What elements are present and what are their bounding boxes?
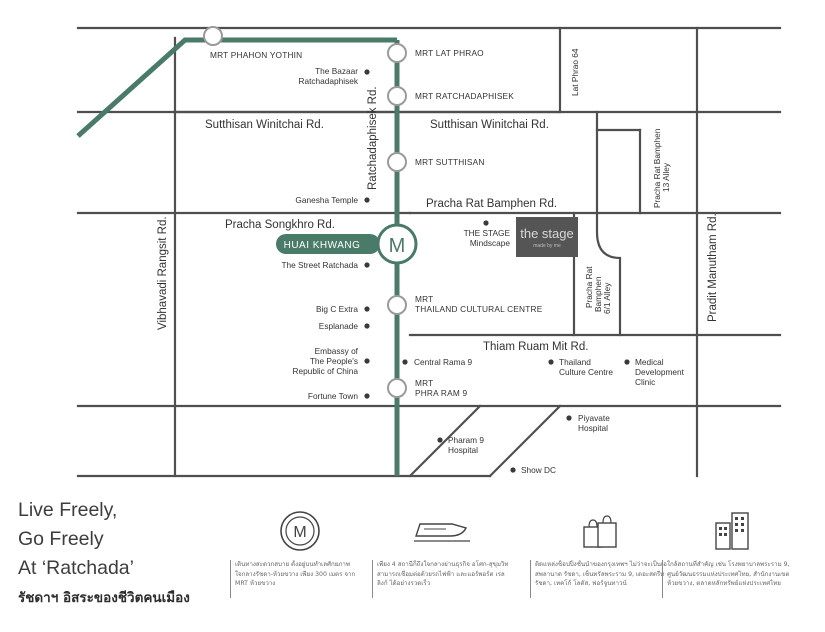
- road-label-pradit-manutham: Pradit Manutham Rd.: [707, 213, 719, 322]
- mrt-stations: [203, 26, 407, 398]
- tagline-line-3: At ‘Ratchada’: [18, 557, 134, 579]
- road-network: [76, 26, 782, 478]
- poi-stage-mindscape-1: THE STAGE: [464, 228, 511, 238]
- poi-dot-esplanade: [364, 323, 370, 329]
- station-ratchadaphisek[interactable]: [387, 86, 407, 106]
- poi-pharam9-1: Pharam 9: [448, 435, 484, 445]
- area-map: HUAI KHWANG M MRT PHAHON YOTHIN MRT LAT …: [76, 26, 782, 478]
- poi-stage-mindscape-2: Mindscape: [470, 238, 511, 248]
- poi-dot-medical: [624, 359, 630, 365]
- road-label-pracha-rat-bamphen: Pracha Rat Bamphen Rd.: [426, 198, 557, 210]
- train-icon: [414, 523, 470, 542]
- poi-dot-show-dc: [510, 467, 516, 473]
- poi-dot-stage-mindscape: [483, 220, 489, 226]
- the-stage-logo[interactable]: the stage made by me: [516, 217, 578, 257]
- poi-piyavate-1: Piyavate: [578, 413, 610, 423]
- building-icon: [715, 512, 749, 550]
- road-label-pr6-2: Bamphen: [593, 276, 603, 312]
- poi-dot-culture: [548, 359, 554, 365]
- poi-pharam9-2: Hospital: [448, 445, 478, 455]
- label-lat-phrao: MRT LAT PHRAO: [415, 48, 484, 58]
- station-thailand-cultural-centre[interactable]: [387, 295, 407, 315]
- poi-thailand-culture-2: Culture Centre: [559, 367, 613, 377]
- poi-embassy-3: Republic of China: [293, 366, 359, 376]
- mrt-icon-letter: M: [293, 524, 306, 541]
- tagline-thai: รัชดาฯ อิสระของชีวิตคนเมือง: [18, 590, 190, 606]
- feature-mrt-text: เดินทางสะดวกสบาย ตั้งอยู่บนทำเลศักยภาพ ใ…: [230, 560, 370, 598]
- station-sutthisan[interactable]: [387, 152, 407, 172]
- huai-khwang-label: HUAI KHWANG: [284, 240, 361, 251]
- mrt-logo-icon: M: [389, 235, 406, 257]
- poi-thailand-culture-1: Thailand: [559, 357, 591, 367]
- poi-dot-street: [364, 262, 370, 268]
- poi-fortune: Fortune Town: [308, 391, 359, 401]
- label-ratchadaphisek: MRT RATCHADAPHISEK: [415, 91, 514, 101]
- label-sutthisan: MRT SUTTHISAN: [415, 157, 485, 167]
- feature-train: เพียง 4 สถานีก็ถึงใจกลางย่านธุรกิจ อโศก-…: [372, 508, 512, 598]
- poi-bazaar-1: The Bazaar: [315, 66, 358, 76]
- shopping-bag-icon: [583, 515, 617, 548]
- label-phra-ram9-2: PHRA RAM 9: [415, 388, 467, 398]
- label-phahon-yothin: MRT PHAHON YOTHIN: [210, 50, 302, 60]
- poi-bigc: Big C Extra: [316, 304, 358, 314]
- feature-shopping: ติดแหล่งช็อปปิ้งชั้นนำของกรุงเทพฯ ไม่ว่า…: [530, 508, 670, 598]
- road-label-vibhavadi: Vibhavadi Rangsit Rd.: [157, 216, 169, 330]
- poi-embassy-2: The People's: [310, 356, 358, 366]
- road-6-1-curve: [595, 211, 622, 337]
- poi-street-ratchada: The Street Ratchada: [281, 260, 358, 270]
- poi-esplanade: Esplanade: [319, 321, 359, 331]
- road-label-ratchadaphisek: Ratchadaphisek Rd.: [367, 86, 379, 190]
- the-stage-logo-text: the stage: [520, 226, 574, 241]
- mrt-icon: M: [280, 511, 320, 551]
- road-label-pracha-songkhro: Pracha Songkhro Rd.: [225, 219, 335, 231]
- poi-ganesha: Ganesha Temple: [295, 195, 358, 205]
- mrt-blue-line: [76, 37, 400, 476]
- road-label-sutthisan-left: Sutthisan Winitchai Rd.: [205, 119, 324, 131]
- road-label-pr13-1: Pracha Rat Bamphen: [652, 128, 662, 208]
- poi-piyavate-2: Hospital: [578, 423, 608, 433]
- poi-dot-central: [402, 359, 408, 365]
- poi-dot-pharam9: [437, 437, 443, 443]
- poi-dot-bazaar: [364, 69, 370, 75]
- road-label-pr6-3: 6/1 Alley: [602, 282, 612, 314]
- poi-embassy-1: Embassy of: [315, 346, 359, 356]
- feature-landmark: ใกล้สถานที่สำคัญ เช่น โรงพยาบาลพระราม 9,…: [662, 508, 802, 598]
- poi-dot-ganesha: [364, 197, 370, 203]
- poi-dot-piyavate: [566, 415, 572, 421]
- tagline-line-1: Live Freely,: [18, 499, 118, 521]
- station-phahon-yothin[interactable]: [203, 26, 223, 46]
- feature-train-text: เพียง 4 สถานีก็ถึงใจกลางย่านธุรกิจ อโศก-…: [372, 560, 512, 598]
- station-lat-phrao[interactable]: [387, 43, 407, 63]
- poi-medical-3: Clinic: [635, 377, 655, 387]
- road-label-lat-phrao-64: Lat Phrao 64: [570, 48, 580, 96]
- poi-markers: [364, 69, 630, 473]
- feature-shopping-text: ติดแหล่งช็อปปิ้งชั้นนำของกรุงเทพฯ ไม่ว่า…: [530, 560, 670, 598]
- huai-khwang-badge[interactable]: HUAI KHWANG M: [276, 223, 418, 265]
- road-diagonal-2: [408, 404, 482, 478]
- station-phra-ram-9[interactable]: [387, 378, 407, 398]
- poi-medical-2: Development: [635, 367, 685, 377]
- poi-show-dc: Show DC: [521, 465, 556, 475]
- feature-mrt: M เดินทางสะดวกสบาย ตั้งอยู่บนทำเลศักยภาพ…: [230, 508, 370, 598]
- poi-medical-1: Medical: [635, 357, 664, 367]
- feature-landmark-text: ใกล้สถานที่สำคัญ เช่น โรงพยาบาลพระราม 9,…: [662, 560, 802, 598]
- road-label-pr13-2: 13 Alley: [661, 162, 671, 192]
- road-label-sutthisan-right: Sutthisan Winitchai Rd.: [430, 119, 549, 131]
- road-label-pr6-1: Pracha Rat: [584, 266, 594, 308]
- poi-dot-bigc: [364, 306, 370, 312]
- poi-dot-embassy: [364, 358, 370, 364]
- label-cultural-1: MRT: [415, 294, 433, 304]
- the-stage-logo-sub: made by me: [533, 243, 561, 249]
- label-phra-ram9-1: MRT: [415, 378, 433, 388]
- poi-dot-fortune: [364, 393, 370, 399]
- poi-central-rama9: Central Rama 9: [414, 357, 472, 367]
- poi-bazaar-2: Ratchadaphisek: [298, 76, 358, 86]
- label-cultural-2: THAILAND CULTURAL CENTRE: [415, 304, 543, 314]
- tagline-line-2: Go Freely: [18, 528, 104, 550]
- road-label-thiam-ruam-mit: Thiam Ruam Mit Rd.: [483, 341, 588, 353]
- road-diagonal: [488, 404, 562, 478]
